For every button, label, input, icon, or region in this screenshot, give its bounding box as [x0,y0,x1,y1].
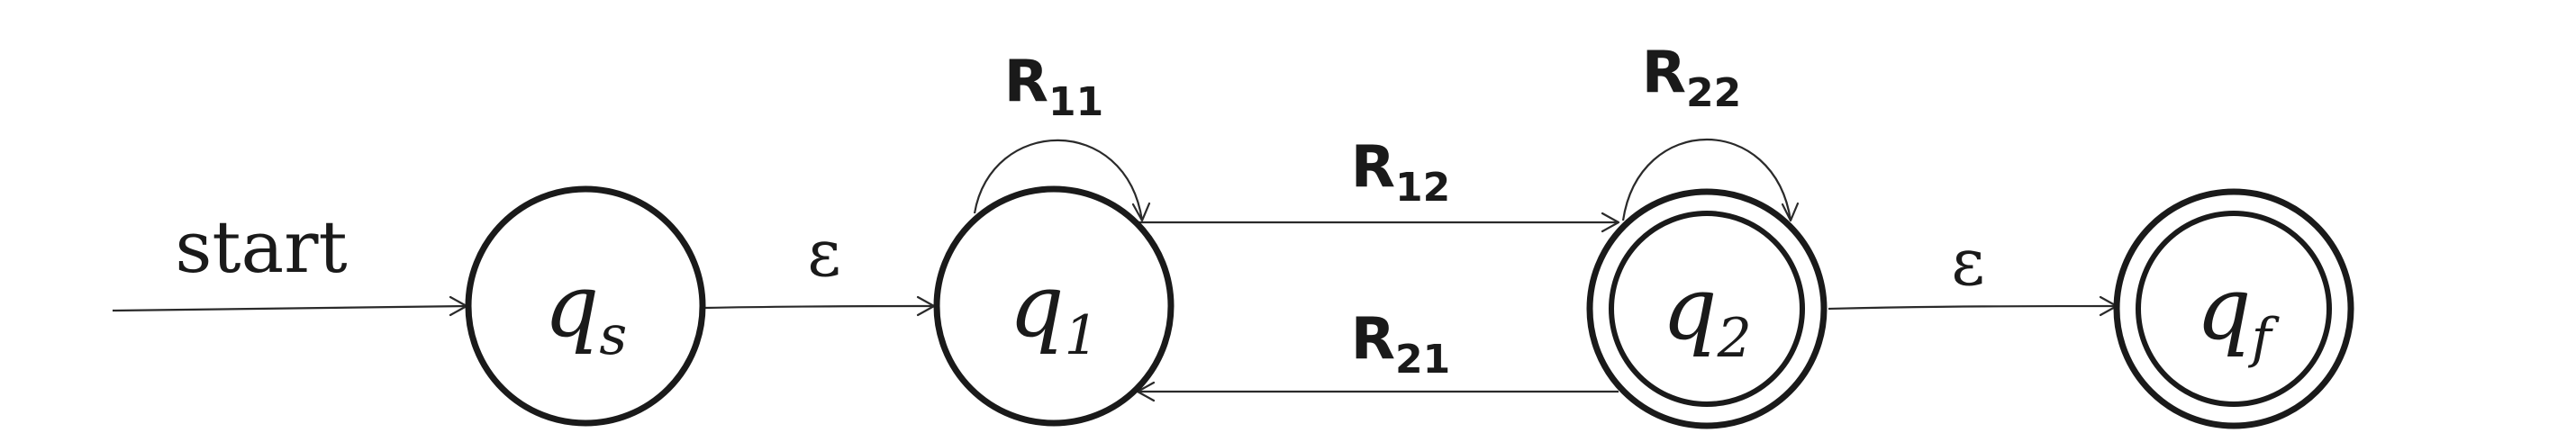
state-qs-label: qs [544,256,627,367]
edge-q1-loop [973,139,1151,222]
edge-q1-q2 [1138,212,1620,233]
edge-q1-q2-label: R12 [1351,134,1451,211]
state-qf-label: qf [2196,258,2280,370]
edge-q2-qf [1828,295,2118,317]
state-q2-label: q2 [1662,258,1752,370]
state-qs: qs [465,185,706,427]
start-arrow [112,295,468,317]
edge-qs-q1-label: ε [807,215,840,291]
edge-q2-loop [1621,138,1800,222]
state-qf: qf [2113,188,2354,429]
edge-q2-q1 [1136,381,1619,402]
start-label: start [175,205,347,289]
state-q1: q1 [933,185,1175,427]
edge-q2-q1-label: R21 [1351,306,1451,383]
edge-q2-loop-label: R22 [1642,40,1742,116]
state-q1-label: q1 [1009,256,1099,367]
edge-qs-q1 [703,295,936,317]
edge-q2-qf-label: ε [1951,224,1984,300]
state-q2: q2 [1586,188,1828,429]
edge-q1-loop-label: R11 [1004,49,1104,125]
